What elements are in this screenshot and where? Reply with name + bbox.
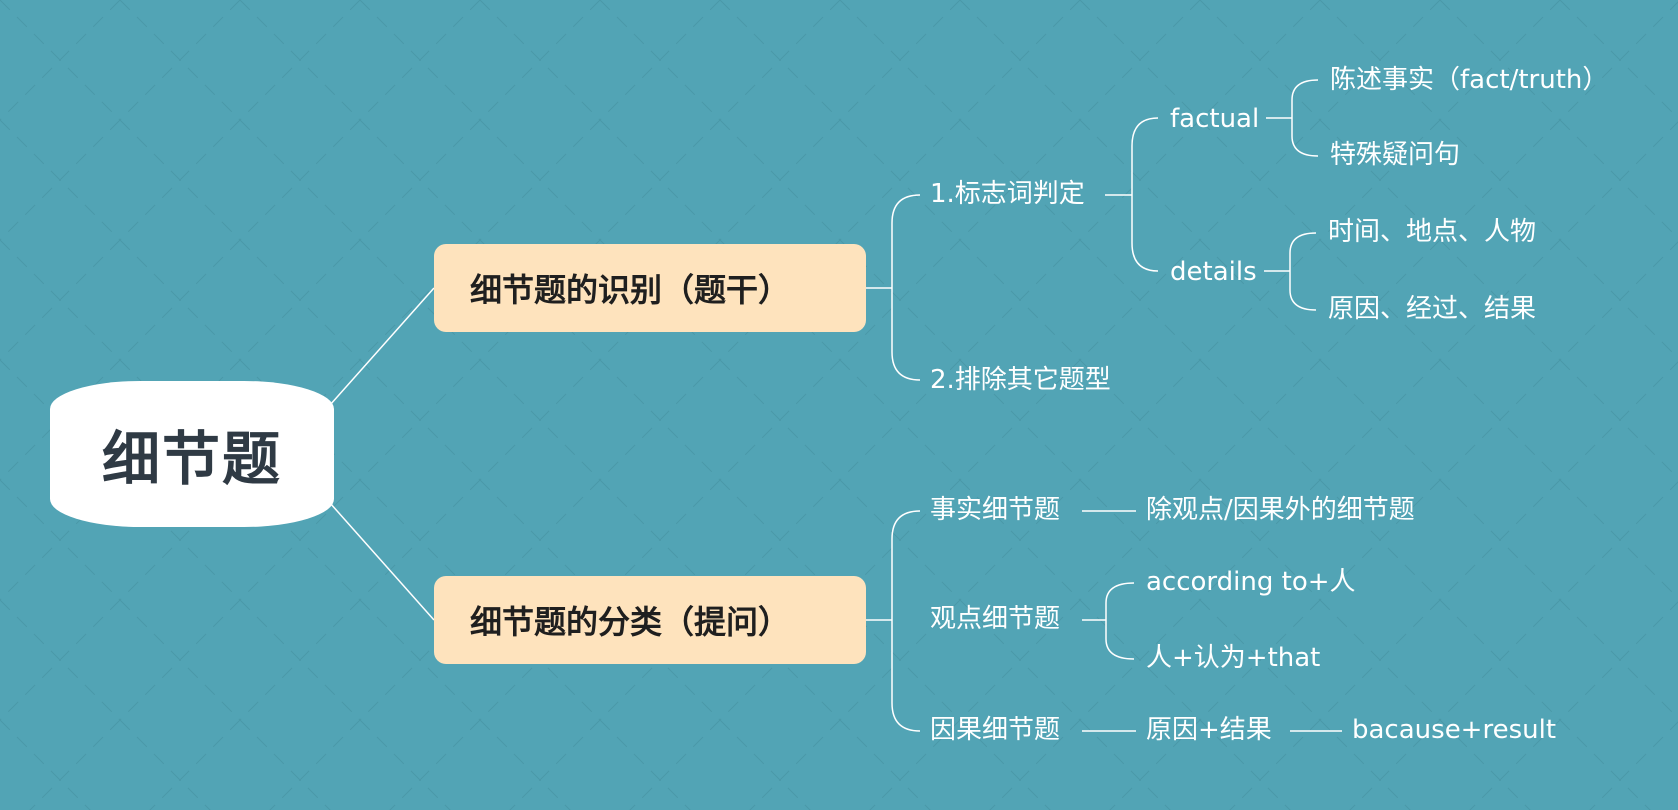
branch-node-identification[interactable]: 细节题的识别（题干） — [434, 244, 866, 332]
topic-wh-questions[interactable]: 特殊疑问句 — [1330, 140, 1461, 170]
topic-according-to[interactable]: according to+人 — [1146, 567, 1356, 597]
topic-time-place-person[interactable]: 时间、地点、人物 — [1328, 217, 1537, 247]
topic-keyword-judgement[interactable]: 1.标志词判定 — [930, 179, 1085, 209]
branch-label: 细节题的识别（题干） — [470, 271, 791, 309]
branch-label: 细节题的分类（提问） — [470, 603, 791, 641]
topic-opinion-detail[interactable]: 观点细节题 — [930, 604, 1061, 634]
topic-person-thinks[interactable]: 人+认为+that — [1146, 643, 1321, 673]
root-node[interactable]: 细节题 — [50, 381, 334, 527]
branch-node-classification[interactable]: 细节题的分类（提问） — [434, 576, 866, 664]
topic-because-result[interactable]: bacause+result — [1352, 715, 1557, 745]
topic-fact-detail[interactable]: 事实细节题 — [930, 495, 1061, 525]
topic-factual[interactable]: factual — [1170, 104, 1260, 134]
topic-exclude-other-types[interactable]: 2.排除其它题型 — [930, 365, 1111, 395]
topic-details[interactable]: details — [1170, 257, 1257, 287]
topic-cause-result[interactable]: 原因+结果 — [1146, 715, 1272, 745]
topic-cause-effect-detail[interactable]: 因果细节题 — [930, 715, 1061, 745]
topic-state-facts[interactable]: 陈述事实（fact/truth） — [1330, 65, 1609, 95]
topic-other-details[interactable]: 除观点/因果外的细节题 — [1146, 495, 1415, 525]
root-label: 细节题 — [101, 425, 282, 493]
topic-cause-process-result[interactable]: 原因、经过、结果 — [1328, 294, 1537, 324]
